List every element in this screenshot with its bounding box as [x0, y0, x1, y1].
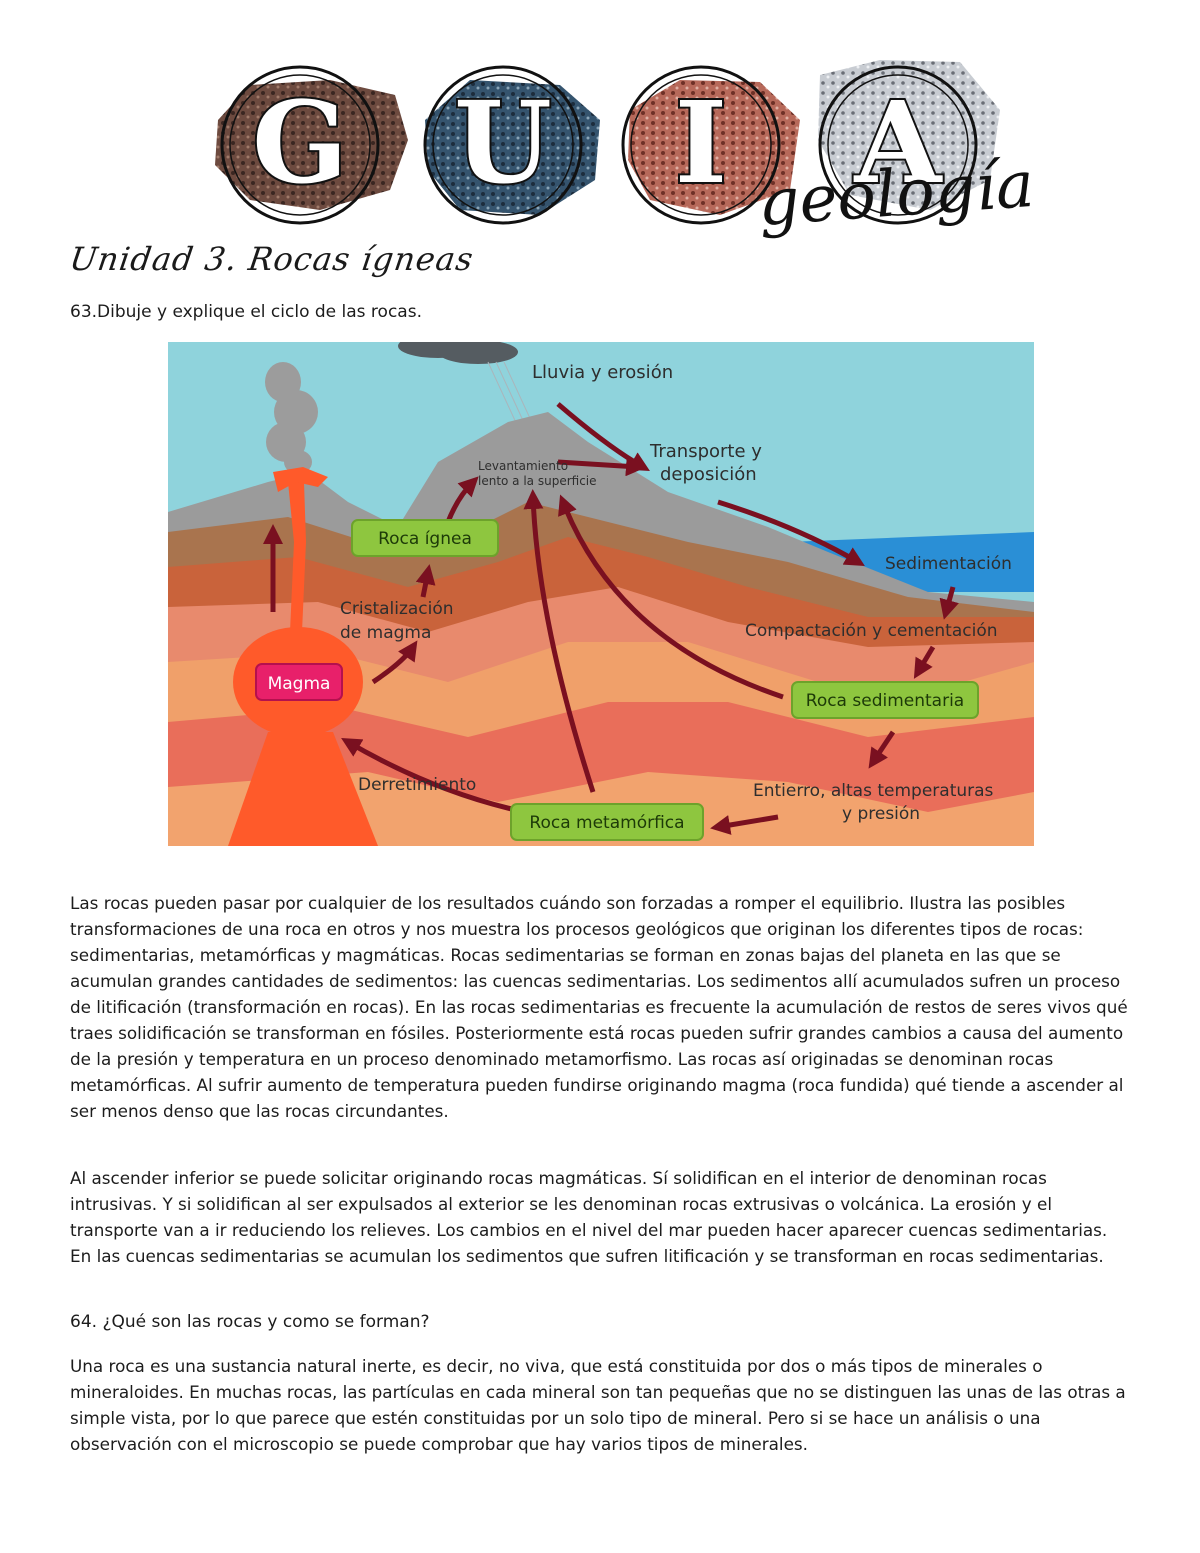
svg-text:Roca ígnea: Roca ígnea	[378, 529, 472, 549]
logo-letter-u: U	[454, 78, 552, 209]
logo-letter-g: G	[252, 78, 348, 209]
logo-graphic: G U I A geología	[215, 60, 1036, 241]
question-64: 64. ¿Qué son las rocas y como se forman?	[70, 1312, 430, 1332]
label-transport-1: Transporte y	[649, 441, 762, 462]
volcano-smoke	[265, 362, 318, 474]
label-burial-1: Entierro, altas temperaturas	[753, 781, 994, 801]
label-transport-2: deposición	[660, 464, 757, 485]
label-melting: Derretimiento	[358, 775, 476, 795]
svg-text:Roca metamórfica: Roca metamórfica	[529, 813, 684, 833]
label-compaction: Compactación y cementación	[745, 621, 998, 641]
question-63: 63.Dibuje y explique el ciclo de las roc…	[70, 302, 422, 322]
unit-title: Unidad 3. Rocas ígneas	[67, 240, 477, 278]
rock-cycle-graphic: Lluvia y erosión Levantamiento lento a l…	[168, 342, 1034, 846]
label-sedimentation: Sedimentación	[885, 554, 1012, 574]
svg-text:Magma: Magma	[268, 674, 331, 694]
label-uplift-2: lento a la superficie	[478, 474, 597, 488]
label-rain-erosion: Lluvia y erosión	[532, 362, 673, 383]
logo-letter-a: A	[854, 78, 944, 209]
logo-letter-i: I	[675, 78, 727, 209]
label-crystallization-2: de magma	[340, 623, 431, 643]
paragraph-rock-cycle-1: Las rocas pueden pasar por cualquier de …	[70, 893, 1128, 1121]
rock-cycle-diagram: Lluvia y erosión Levantamiento lento a l…	[168, 342, 1034, 846]
guia-geologia-logo: G U I A geología	[0, 0, 1200, 260]
svg-text:Roca sedimentaria: Roca sedimentaria	[806, 691, 964, 711]
paragraph-what-are-rocks: Una roca es una sustancia natural inerte…	[70, 1356, 1126, 1454]
label-uplift-1: Levantamiento	[478, 459, 568, 473]
sea	[788, 532, 1034, 592]
paragraph-rock-cycle-2: Al ascender inferior se puede solicitar …	[70, 1168, 1108, 1266]
rain-cloud	[398, 342, 518, 364]
box-magma: Magma	[255, 663, 343, 701]
label-crystallization-1: Cristalización	[340, 599, 454, 619]
cycle-arrows	[263, 456, 959, 835]
box-igneous-rock: Roca ígnea	[351, 519, 499, 557]
box-metamorphic-rock: Roca metamórfica	[510, 803, 704, 841]
box-sedimentary-rock: Roca sedimentaria	[791, 681, 979, 719]
label-burial-2: y presión	[842, 804, 920, 824]
logo-script-geologia: geología	[756, 148, 1036, 241]
